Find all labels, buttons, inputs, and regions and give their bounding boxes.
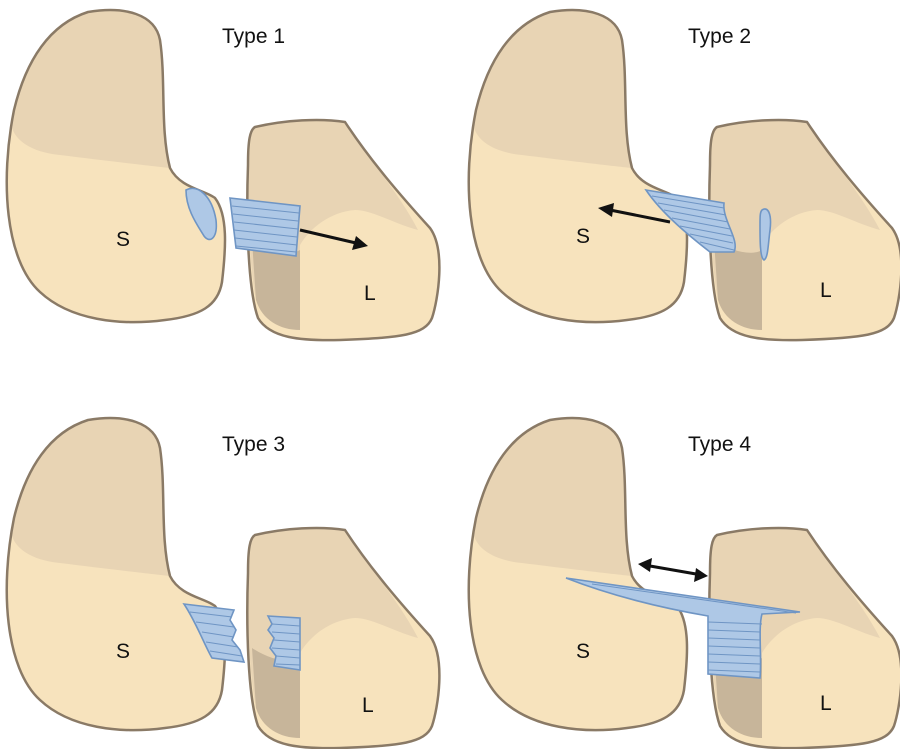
label-s: S (116, 640, 130, 663)
label-l: L (362, 694, 374, 717)
label-s: S (116, 228, 130, 251)
label-s: S (576, 225, 590, 248)
bone-s (469, 418, 687, 730)
panel-title: Type 3 (222, 433, 285, 456)
label-l: L (820, 692, 832, 715)
label-l: L (364, 282, 376, 305)
panel-type-2: Type 2 S L (469, 10, 900, 340)
panel-type-3: Type 3 S L (7, 418, 440, 748)
bone-s (7, 10, 225, 322)
widening-arrow (638, 558, 708, 582)
bone-s (469, 10, 687, 322)
ligament-torn (230, 198, 300, 256)
panel-title: Type 2 (688, 25, 751, 48)
panel-type-4: Type 4 S L (469, 418, 900, 748)
label-s: S (576, 640, 590, 663)
bone-l (709, 120, 900, 340)
panel-title: Type 4 (688, 433, 751, 456)
panel-type-1: Type 1 S L (7, 10, 440, 340)
bone-s (7, 418, 225, 730)
panel-title: Type 1 (222, 25, 285, 48)
label-l: L (820, 279, 832, 302)
